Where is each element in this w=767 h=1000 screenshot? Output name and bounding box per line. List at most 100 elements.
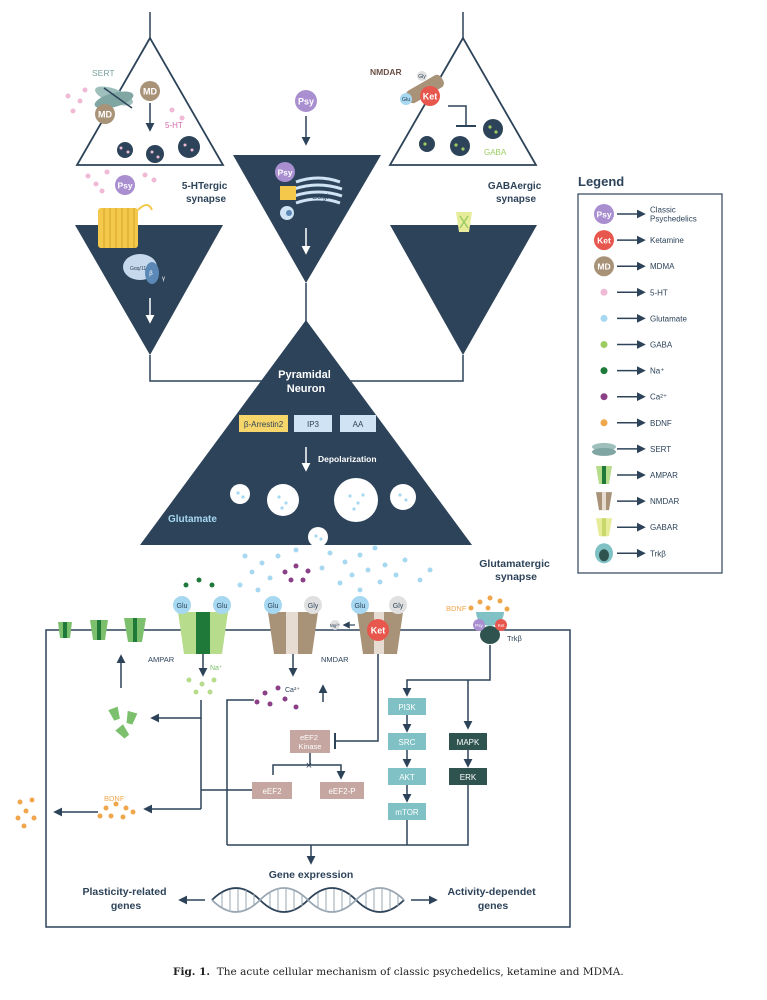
legend-box	[577, 193, 723, 574]
ca-label: Ca²⁺	[285, 687, 300, 694]
svg-text:Ket: Ket	[597, 236, 611, 246]
aa-box: AA	[340, 415, 376, 432]
ampar-membrane	[58, 618, 146, 642]
psy-badge-golgi: Psy	[275, 162, 295, 182]
legend-label: GABA	[650, 341, 673, 350]
bdnf-dots-trkb	[468, 595, 510, 612]
mtor-box: mTOR	[388, 803, 426, 820]
svg-text:MAPK: MAPK	[457, 738, 480, 747]
legend-label: Ketamine	[650, 236, 684, 245]
golgi-apparatus: Golgi	[293, 176, 343, 205]
legend-item-na-dot: Na⁺	[600, 366, 664, 376]
psy-badge-center: Psy	[295, 90, 317, 112]
glutamate-vesicles	[230, 478, 416, 547]
label-line-1: Activity-dependet	[447, 886, 536, 898]
depolarization-label: Depolarization	[318, 454, 377, 464]
legend-item-bdnf-dot: BDNF	[600, 418, 672, 428]
trkb-receptor: Psy Ket	[473, 612, 507, 644]
label-line-2: genes	[478, 900, 509, 912]
na-label: Na⁺	[210, 665, 223, 672]
mapk-box: MAPK	[449, 733, 487, 750]
legend-title: Legend	[578, 174, 624, 189]
legend-item-gaba-dot: GABA	[600, 340, 673, 350]
serotonin-dot	[600, 288, 608, 296]
legend-item-nmdar-icon: NMDAR	[596, 492, 680, 511]
svg-text:Ket: Ket	[371, 626, 386, 636]
svg-text:Glu: Glu	[402, 97, 411, 103]
svg-text:IP3: IP3	[307, 420, 320, 429]
bdnf-cluster	[97, 801, 136, 820]
na-dot	[600, 367, 608, 375]
legend-label: Glutamate	[650, 314, 687, 323]
pi3k-box: PI3K	[388, 698, 426, 715]
akt-box: AKT	[388, 768, 426, 785]
na-to-ampar-path	[150, 700, 202, 723]
legend-label: GABAR	[650, 523, 678, 532]
postsynaptic-center	[233, 155, 381, 283]
svg-text:mTOR: mTOR	[395, 808, 419, 817]
caption-text: The acute cellular mechanism of classic …	[216, 966, 624, 978]
gabar-icon	[596, 518, 612, 537]
glutamate-dot	[600, 314, 608, 322]
eef2-kinase-box: eEF2 Kinase	[290, 730, 330, 753]
legend-label: Na⁺	[650, 367, 664, 376]
receptor-vesicle	[280, 186, 296, 220]
eef2-box: eEF2	[252, 782, 292, 799]
ip3-box: IP3	[294, 415, 332, 432]
mg-ion: Mg²⁺	[330, 620, 341, 630]
trkb-label: Trkβ	[507, 634, 523, 643]
label-line-2: genes	[111, 900, 142, 912]
convergence-line	[227, 785, 469, 846]
legend-label: MDMA	[650, 262, 675, 271]
gaba-label: GABA	[484, 148, 507, 157]
legend-label: 5-HT	[650, 288, 668, 297]
postsynaptic-right	[390, 225, 537, 355]
right-connector	[345, 355, 464, 382]
svg-text:Psy: Psy	[596, 210, 611, 220]
vesicle	[146, 145, 164, 163]
svg-text:Mg²⁺: Mg²⁺	[330, 623, 341, 628]
beta-arrestin-box: β-Arrestin2	[239, 415, 288, 432]
dna-helix	[211, 887, 405, 913]
svg-text:Ket: Ket	[498, 623, 506, 628]
svg-text:MD: MD	[143, 87, 157, 97]
postsynaptic-cell	[45, 629, 571, 928]
legend-item-gabar-icon: GABAR	[596, 518, 678, 537]
ampar-icon	[596, 466, 612, 484]
svg-text:Golgi: Golgi	[312, 194, 329, 201]
svg-text:Gly: Gly	[418, 74, 426, 80]
svg-text:Glu: Glu	[355, 603, 366, 610]
ca-dot	[600, 393, 608, 401]
md-circle: MD	[594, 256, 614, 277]
svg-text:Psy: Psy	[117, 181, 132, 191]
ca-to-pathway-line	[226, 699, 254, 845]
trkb-icon	[595, 543, 613, 564]
svg-text:AKT: AKT	[399, 773, 415, 782]
sert-icon	[592, 442, 616, 456]
legend-item-glutamate-dot: Glutamate	[600, 313, 687, 323]
legend-label: Ca²⁺	[650, 393, 667, 402]
legend-item-sert-icon: SERT	[592, 442, 671, 456]
nmdar-icon	[596, 492, 612, 511]
inhibit-line	[448, 105, 467, 125]
svg-text:Psy: Psy	[277, 168, 292, 178]
legend-label: NMDAR	[650, 497, 680, 506]
gene-expression-label: Gene expression	[269, 869, 354, 881]
svg-text:Gly: Gly	[393, 603, 404, 610]
glutamatergic-synapse-label: Glutamatergic synapse	[479, 558, 553, 583]
5htergic-synapse-label: 5-HTergic synapse	[182, 181, 230, 205]
bdnf-label-inside: BDNF	[104, 794, 125, 803]
label-line-1: Pyramidal	[278, 369, 331, 381]
trkb-to-pi3k	[402, 645, 491, 697]
ampar-vesicles	[108, 706, 138, 739]
nmdar-top-receptor: Glu Gly Ket	[400, 71, 444, 106]
legend-label: Trkβ	[650, 549, 666, 558]
svg-text:SRC: SRC	[399, 738, 416, 747]
bdnf-dot	[600, 419, 608, 427]
vesicle	[178, 136, 200, 158]
md-badge-2: MD	[95, 104, 115, 124]
svg-text:eEF2 Kinase: eEF2 Kinase	[299, 733, 322, 751]
eef2-kinase-branch	[272, 764, 346, 780]
na-dots-top	[183, 577, 215, 588]
